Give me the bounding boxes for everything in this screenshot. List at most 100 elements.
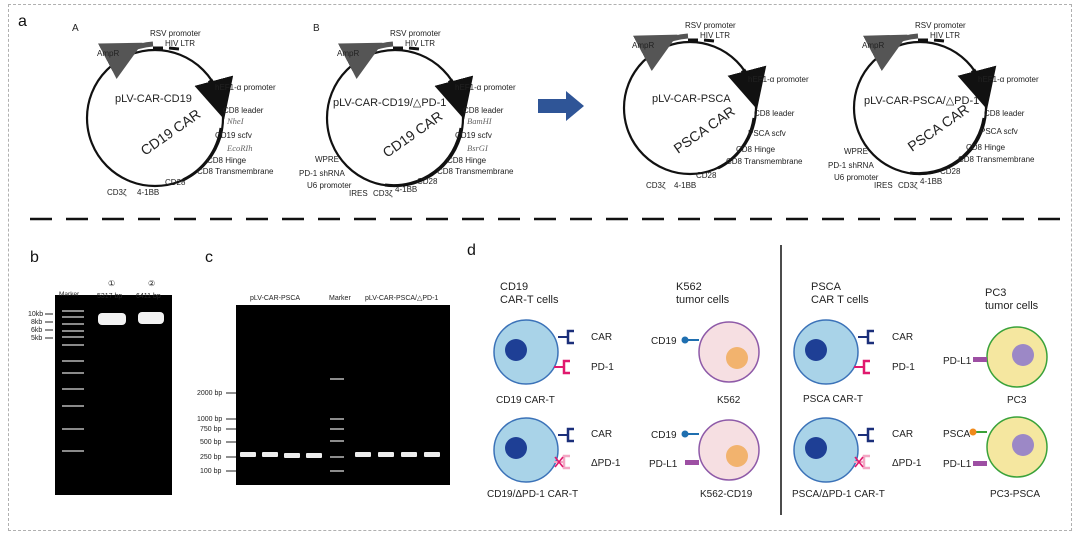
gel-c-ladder-labels: 2000 bp 1000 bp 750 bp 500 bp 250 bp 100… [197, 390, 236, 475]
ampr-label: AmpR [632, 41, 654, 50]
svg-text:2000 bp: 2000 bp [197, 390, 222, 397]
ampr-label: AmpR [337, 49, 359, 58]
col4-title-line2: tumor cells [985, 300, 1039, 312]
col2-title-line2: tumor cells [676, 294, 730, 306]
pd1-label-d1: PD-1 [591, 362, 614, 373]
enzyme-bsrgi: BsrGI [467, 143, 489, 153]
gel-b-lane1-size: 5317 bp [97, 293, 122, 300]
psca-dpd1-car-t-cell [793, 417, 876, 483]
cell-caption-2: CD19/ΔPD-1 CAR-T [487, 489, 578, 500]
svg-text:6kb: 6kb [31, 327, 42, 334]
car-label-2: CD19 CAR [380, 108, 446, 161]
ires-label: IRES [874, 181, 893, 190]
scfv-label-2: CD19 scfv [455, 131, 492, 140]
hiv-label: HIV LTR [405, 39, 435, 48]
gel-image-b [55, 295, 172, 495]
plasmid-map-3: RSV promoter HIV LTR AmpR hEF1-α promote… [622, 21, 809, 190]
scfv-label-1: CD19 scfv [215, 131, 252, 140]
subpanel-B-label: B [313, 23, 320, 34]
hef-label: hEF1-α promoter [215, 83, 276, 92]
psca-car-t-cell [793, 319, 876, 385]
cell-caption-8: PC3-PSCA [990, 489, 1040, 500]
col1-title-line1: CD19 [500, 281, 528, 293]
pc3-cell [973, 326, 1048, 388]
tm-label: CD8 Transmembrane [437, 167, 514, 176]
cd19-label-d4: CD19 [651, 430, 677, 441]
gel-b-lane1-num: ① [108, 279, 115, 288]
hef-label: hEF1-α promoter [455, 83, 516, 92]
car-label-4: PSCA CAR [905, 101, 972, 155]
svg-text:750 bp: 750 bp [200, 426, 222, 433]
41bb-label: 4-1BB [674, 181, 696, 190]
panel-d-label: d [467, 242, 476, 259]
enzyme-nhei: NheI [226, 116, 245, 126]
41bb-label: 4-1BB [920, 177, 942, 186]
k562-cd19-cell [681, 419, 760, 481]
gel-c-marker-label: Marker [329, 295, 351, 302]
plasmid-map-4: RSV promoter HIV LTR AmpR hEF1-α promote… [828, 21, 1039, 190]
gel-b-lane2-num: ② [148, 279, 155, 288]
col4-title-line1: PC3 [985, 287, 1006, 299]
car-label-1: CD19 CAR [138, 106, 204, 159]
col2-title-line1: K562 [676, 281, 702, 293]
cd3-label: CD3ζ [373, 189, 393, 198]
cd3-label: CD3ζ [107, 188, 127, 197]
cd19-dpd1-car-t-cell [493, 417, 576, 483]
ampr-label: AmpR [97, 49, 119, 58]
cd8-leader-label: CD8 leader [223, 106, 264, 115]
ampr-label: AmpR [862, 41, 884, 50]
k562-cell [681, 321, 760, 383]
subpanel-A-label: A [72, 23, 79, 34]
col3-title-line2: CAR T cells [811, 294, 869, 306]
hiv-label: HIV LTR [165, 39, 195, 48]
psca-label-d8: PSCA [943, 429, 971, 440]
car-label-3: PSCA CAR [671, 103, 738, 157]
gel-b-ladder-labels: 10kb 8kb 6kb 5kb [28, 311, 53, 342]
col1-title-line2: CAR-T cells [500, 294, 559, 306]
cd28-label: CD28 [417, 177, 438, 186]
gel-b-lane2-size: 6411 bp [136, 293, 161, 300]
svg-text:5kb: 5kb [31, 335, 42, 342]
cd28-label: CD28 [940, 167, 961, 176]
rsv-label: RSV promoter [915, 21, 966, 30]
hinge-label: CD8 Hinge [966, 143, 1006, 152]
41bb-label: 4-1BB [137, 188, 159, 197]
plasmid-map-1: RSV promoter HIV LTR AmpR hEF1-α promote… [85, 29, 276, 197]
gel-image-c [236, 305, 450, 485]
cd8-leader-label: CD8 leader [463, 106, 504, 115]
wpre-label: WPRE [315, 155, 339, 164]
cell-caption-3: K562 [717, 395, 741, 406]
gel-c-group1-label: pLV-CAR-PSCA [250, 295, 300, 302]
hinge-label: CD8 Hinge [447, 156, 487, 165]
ires-label: IRES [349, 189, 368, 198]
scfv-label-4: PSCA scfv [980, 127, 1018, 136]
plasmid-name-4: pLV-CAR-PSCA/△PD-1 [864, 95, 979, 107]
gel-b-marker-label: Marker [59, 291, 80, 298]
cd19-label-d3: CD19 [651, 336, 677, 347]
gel-c-group2-label: pLV-CAR-PSCA/△PD-1 [365, 295, 438, 302]
right-arrow-icon [538, 91, 584, 121]
cd28-label: CD28 [696, 171, 717, 180]
pdl1-label-d7: PD-L1 [943, 356, 972, 367]
plasmid-name-2: pLV-CAR-CD19/△PD-1 [333, 97, 446, 109]
cd3-label: CD3ζ [646, 181, 666, 190]
hef-label: hEF1-α promoter [978, 75, 1039, 84]
u6-label: U6 promoter [834, 173, 879, 182]
dpd1-label-d6: ΔPD-1 [892, 458, 922, 469]
cd8-leader-label: CD8 leader [984, 109, 1025, 118]
cd8-leader-label: CD8 leader [754, 109, 795, 118]
pdl1-label-d4: PD-L1 [649, 459, 678, 470]
svg-text:8kb: 8kb [31, 319, 42, 326]
panel-c-label: c [205, 249, 213, 266]
svg-text:1000 bp: 1000 bp [197, 416, 222, 423]
scfv-label-3: PSCA scfv [748, 129, 786, 138]
hiv-label: HIV LTR [700, 31, 730, 40]
car-label-d1: CAR [591, 332, 612, 343]
plasmid-map-2: RSV promoter HIV LTR AmpR hEF1-α promote… [299, 29, 516, 198]
tm-label: CD8 Transmembrane [726, 157, 803, 166]
hinge-label: CD8 Hinge [736, 145, 776, 154]
rsv-label: RSV promoter [150, 29, 201, 38]
u6-label: U6 promoter [307, 181, 352, 190]
svg-text:10kb: 10kb [28, 311, 43, 318]
